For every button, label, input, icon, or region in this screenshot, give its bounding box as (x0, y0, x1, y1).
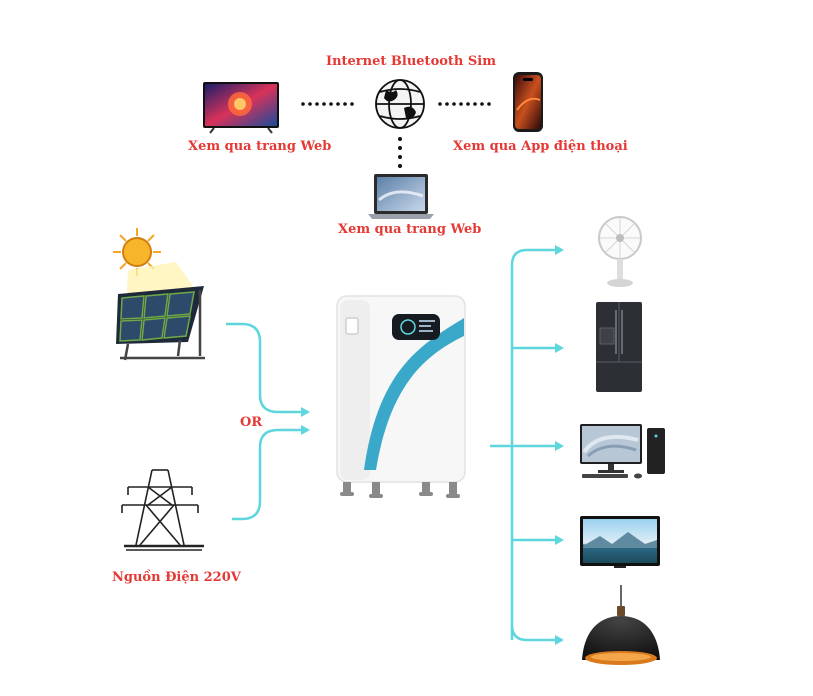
web-view-laptop-label: Xem qua trang Web (338, 222, 482, 237)
dotted-connector-globe-phone (438, 102, 491, 106)
solar-panel-icon (113, 228, 205, 361)
flow-lines-input (226, 322, 310, 521)
or-label: OR (240, 415, 263, 430)
sun-icon (113, 228, 161, 276)
dotted-connector-globe-laptop (398, 137, 402, 168)
refrigerator-icon (596, 302, 642, 392)
fan-icon (598, 216, 642, 287)
grid-power-label: Nguồn Điện 220V (112, 570, 241, 585)
flow-lines-output (490, 245, 564, 645)
desktop-pc-icon (580, 424, 665, 479)
smartphone-icon (513, 72, 543, 132)
connectivity-label: Internet Bluetooth Sim (326, 54, 496, 69)
display-screen (392, 314, 440, 340)
dotted-connector-tv-globe (301, 102, 354, 106)
app-view-phone-label: Xem qua App điện thoại (453, 139, 628, 154)
power-tower-icon (121, 469, 204, 551)
tv-icon (580, 516, 660, 568)
laptop-icon (368, 174, 434, 219)
battery-storage-icon (336, 295, 466, 498)
globe-icon (375, 79, 425, 129)
web-view-tv-label: Xem qua trang Web (188, 139, 332, 154)
pendant-lamp-icon (582, 585, 660, 665)
tv-icon (203, 82, 279, 134)
